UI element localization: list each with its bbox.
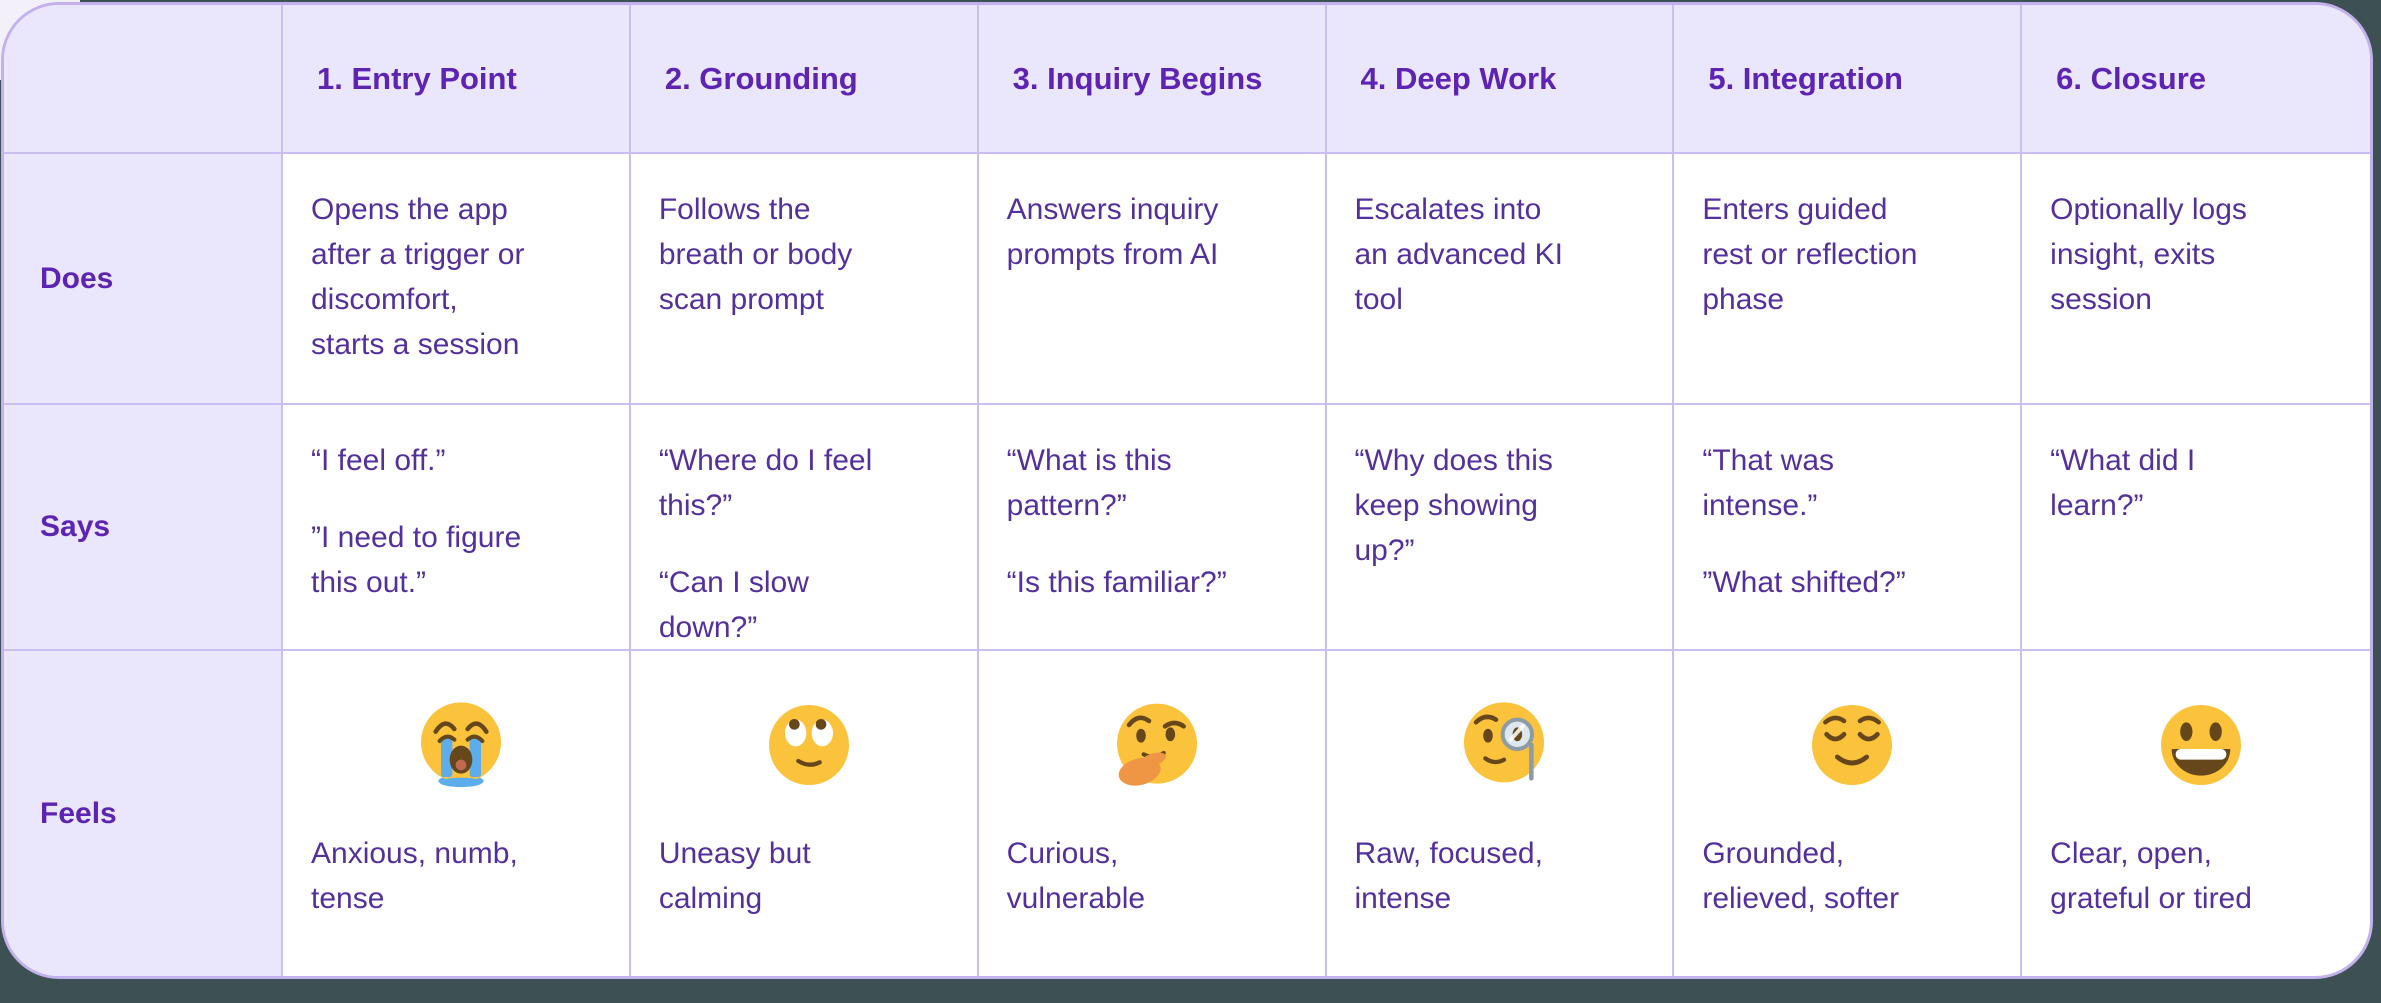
feels-text: Raw, focused, intense	[1354, 837, 1543, 915]
stage-header-integration: 5. Integration	[1674, 5, 2023, 154]
stage-header-label: 4. Deep Work	[1360, 60, 1557, 96]
does-cell-entry-point: Opens the app after a trigger or discomf…	[283, 154, 631, 405]
journey-map-table: 1. Entry Point 2. Grounding 3. Inquiry B…	[4, 5, 2370, 976]
feels-text: Curious, vulnerable	[1006, 837, 1146, 915]
thinking-face-emoji	[1116, 703, 1197, 786]
does-cell-grounding: Follows the breath or body scan prompt	[630, 154, 979, 405]
feels-cell-deep-work: Raw, focused, intense	[1327, 651, 1675, 976]
row-label: Feels	[40, 796, 117, 830]
row-label-does: Does	[4, 154, 283, 405]
stage-header-label: 5. Integration	[1708, 60, 1903, 96]
feels-text: Clear, open, grateful or tired	[2050, 837, 2252, 915]
stage-header-label: 1. Entry Point	[317, 60, 517, 96]
says-cell-inquiry-begins: “What is this pattern?” “Is this familia…	[978, 405, 1327, 651]
face-with-rolling-eyes-emoji	[768, 705, 849, 785]
stage-header-label: 2. Grounding	[664, 60, 858, 96]
feels-cell-entry-point: Anxious, numb, tense	[283, 651, 631, 976]
does-cell-inquiry-begins: Answers inquiry prompts from AI	[978, 154, 1327, 405]
stage-header-inquiry-begins: 3. Inquiry Begins	[978, 5, 1327, 154]
journey-map-card: 1. Entry Point 2. Grounding 3. Inquiry B…	[1, 2, 2373, 979]
grinning-face-emoji	[2161, 705, 2242, 785]
row-label-says: Says	[4, 405, 283, 651]
feels-cell-closure: Clear, open, grateful or tired	[2022, 651, 2370, 976]
says-cell-entry-point: “I feel off.” ”I need to figure this out…	[283, 405, 631, 651]
feels-text: Anxious, numb, tense	[311, 837, 518, 915]
row-label: Does	[40, 261, 114, 295]
feels-cell-inquiry-begins: Curious, vulnerable	[979, 651, 1327, 976]
feels-text: Uneasy but calming	[658, 837, 811, 915]
does-cell-integration: Enters guided rest or reflection phase	[1674, 154, 2023, 405]
quote: ”What shifted?”	[1702, 566, 1906, 599]
feels-text: Grounded, relieved, softer	[1702, 837, 1900, 915]
says-cell-closure: “What did I learn?”	[2022, 405, 2370, 651]
loudly-crying-face-emoji	[420, 702, 501, 787]
corner-cell	[4, 5, 283, 154]
quote: ”I need to figure this out.”	[311, 521, 522, 599]
does-cell-closure: Optionally logs insight, exits session	[2022, 154, 2370, 405]
stage-header-closure: 6. Closure	[2022, 5, 2370, 154]
says-cell-deep-work: “Why does this keep showing up?”	[1326, 405, 1675, 651]
quote: “Where do I feel this?”	[658, 444, 873, 522]
stage-header-label: 3. Inquiry Begins	[1012, 60, 1263, 96]
relieved-face-emoji	[1812, 705, 1893, 785]
quote: “What is this pattern?”	[1006, 444, 1172, 522]
stage-header-deep-work: 4. Deep Work	[1326, 5, 1675, 154]
quote: “Why does this keep showing up?”	[1354, 444, 1553, 567]
row-label-feels: Feels	[4, 651, 283, 976]
feels-cell-grounding: Uneasy but calming	[631, 651, 979, 976]
stage-header-grounding: 2. Grounding	[630, 5, 979, 154]
quote: “That was intense.”	[1702, 444, 1835, 522]
quote: “Is this familiar?”	[1006, 566, 1227, 599]
says-cell-integration: “That was intense.” ”What shifted?”	[1674, 405, 2023, 651]
stage-header-entry-point: 1. Entry Point	[283, 5, 631, 154]
does-cell-deep-work: Escalates into an advanced KI tool	[1326, 154, 1675, 405]
quote: “I feel off.”	[311, 444, 446, 477]
feels-cell-integration: Grounded, relieved, softer	[1674, 651, 2023, 976]
quote: “What did I learn?”	[2050, 444, 2196, 522]
quote: “Can I slow down?”	[658, 566, 809, 644]
row-label: Says	[40, 510, 111, 543]
says-cell-grounding: “Where do I feel this?” “Can I slow down…	[630, 405, 979, 651]
face-with-monocle-emoji	[1464, 702, 1545, 783]
stage-header-label: 6. Closure	[2056, 60, 2207, 96]
